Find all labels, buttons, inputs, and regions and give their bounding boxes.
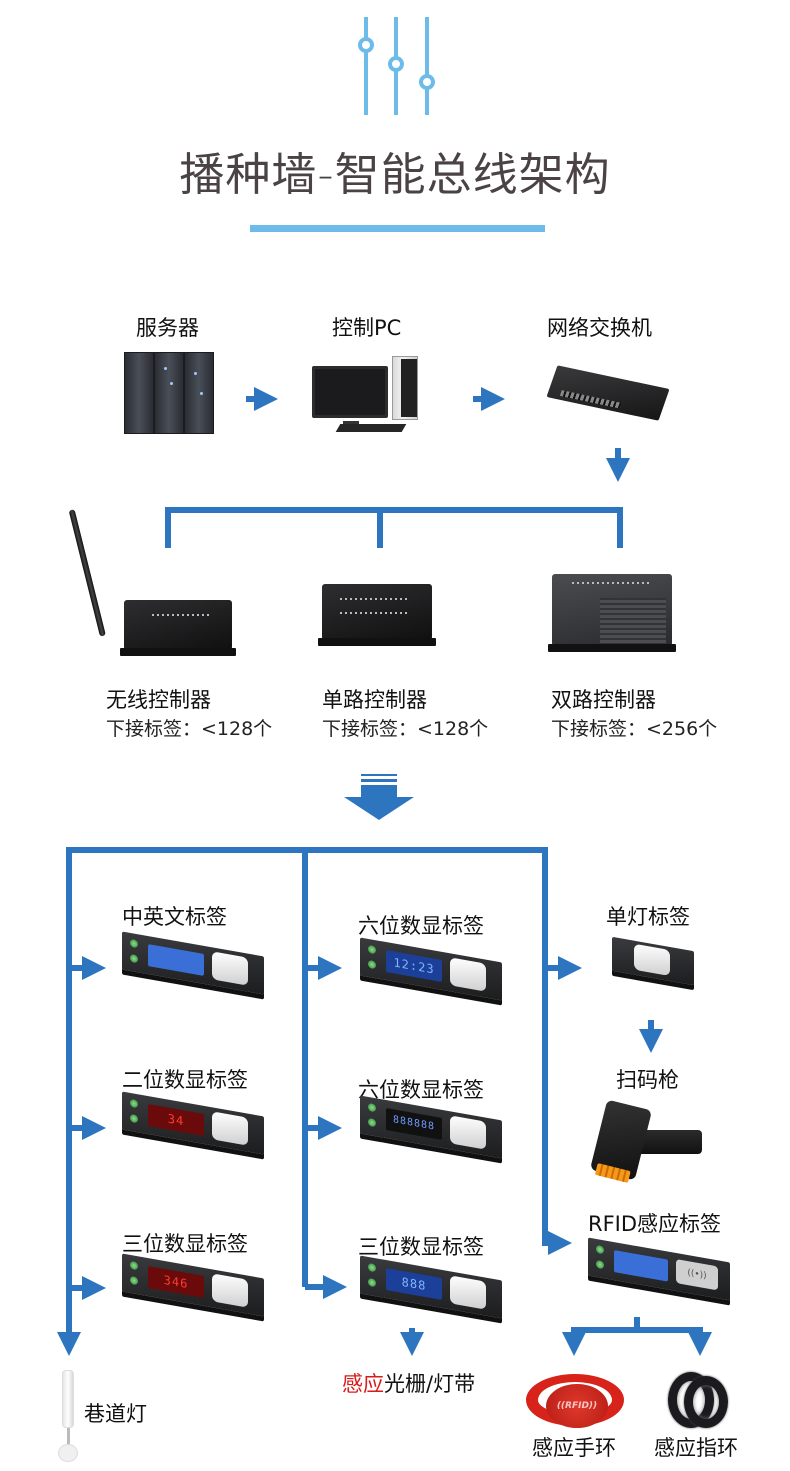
tag-label-3digit-blue: 三位数显标签 [358, 1235, 484, 1259]
controller-label-wireless: 无线控制器 [106, 688, 211, 712]
tag-label-3digit-red: 三位数显标签 [122, 1232, 248, 1256]
controller-detail-single: 下接标签：<128个 [322, 718, 489, 740]
wireless-controller-icon [68, 500, 236, 660]
controller-label-single: 单路控制器 [322, 688, 427, 712]
sliders-icon [358, 17, 435, 115]
single-channel-controller-icon [318, 580, 438, 660]
dual-channel-controller-icon [548, 568, 680, 658]
tag-label-cn-en: 中英文标签 [122, 905, 227, 929]
server-rack-icon [124, 352, 216, 434]
title-underline [250, 225, 545, 232]
rfid-wristband-icon: ((RFID)) [524, 1372, 628, 1430]
rfid-tag-label: RFID感应标签 [588, 1212, 722, 1236]
tag-bus [66, 847, 560, 1348]
wristband-label: 感应手环 [532, 1436, 616, 1460]
network-switch-label: 网络交换机 [547, 316, 652, 340]
aisle-light-icon [56, 1370, 80, 1466]
server-label: 服务器 [136, 316, 199, 340]
barcode-scanner-icon [589, 1099, 710, 1190]
ring-label: 感应指环 [654, 1436, 738, 1460]
rfid-ring-icon [662, 1368, 742, 1432]
grating-label-rest: 光栅/灯带 [384, 1372, 476, 1396]
controller-label-dual: 双路控制器 [551, 688, 656, 712]
grating-label-red: 感应 [342, 1372, 384, 1396]
tag-label-single-light: 单灯标签 [606, 905, 690, 929]
page-title: 播种墙-智能总线架构 [179, 148, 611, 201]
controller-detail-dual: 下接标签：<256个 [551, 718, 718, 740]
tag-label-6digit-a: 六位数显标签 [358, 914, 484, 938]
network-switch-icon [546, 362, 670, 432]
control-pc-label: 控制PC [332, 316, 402, 340]
controller-bus [165, 507, 623, 548]
rfid-split [571, 1327, 703, 1344]
scanner-label: 扫码枪 [616, 1068, 679, 1092]
aisle-light-label: 巷道灯 [84, 1402, 147, 1426]
grating-label: 感应光栅/灯带 [342, 1368, 475, 1398]
tag-label-2digit: 二位数显标签 [122, 1068, 248, 1092]
big-down-arrow-icon [344, 774, 414, 820]
desktop-pc-icon [310, 352, 430, 434]
controller-detail-wireless: 下接标签：<128个 [106, 718, 273, 740]
